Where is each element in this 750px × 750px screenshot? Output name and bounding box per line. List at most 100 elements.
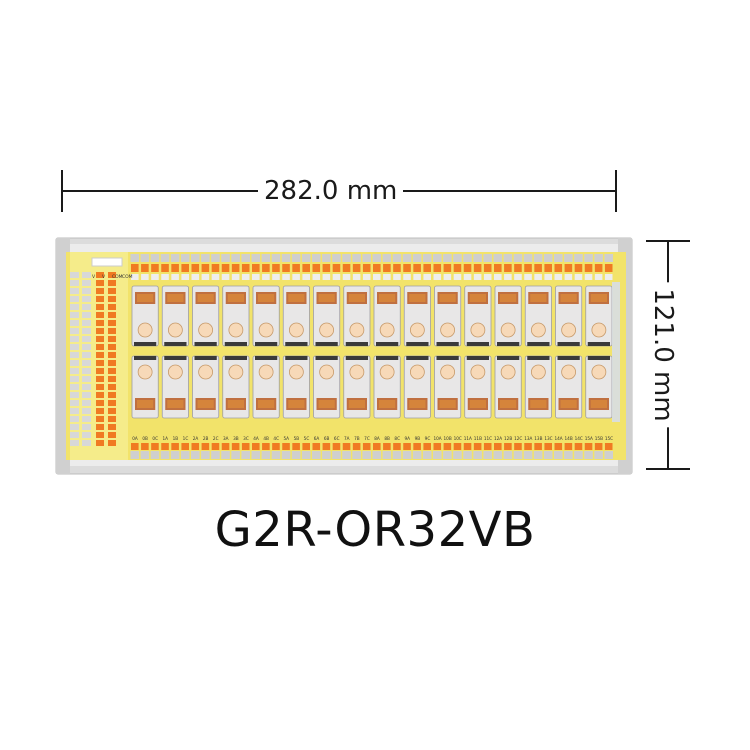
terminal-lever	[584, 264, 593, 272]
terminal-screw	[241, 451, 250, 459]
terminal-lever	[108, 376, 116, 382]
terminal-lever	[463, 443, 472, 450]
terminal-lever	[362, 264, 371, 272]
terminal-screw	[70, 392, 79, 398]
terminal-lever	[403, 443, 411, 450]
terminal-slot	[483, 274, 492, 280]
terminal-label: 2B	[203, 436, 209, 441]
terminal-screw	[241, 254, 250, 262]
terminal-screw	[82, 408, 91, 414]
terminal-label: 3C	[243, 436, 249, 441]
terminal-lever	[594, 443, 603, 450]
terminal-label: 10B	[444, 436, 452, 441]
terminal-label: 0B	[142, 436, 148, 441]
terminal-lever	[272, 264, 280, 272]
terminal-slot	[514, 274, 522, 280]
terminal-label: 2C	[213, 436, 219, 441]
terminal-screw	[70, 408, 79, 414]
terminal-label: 9C	[425, 436, 431, 441]
terminal-screw	[82, 400, 91, 406]
terminal-lever	[292, 264, 300, 272]
relay	[343, 285, 371, 347]
terminal-lever	[108, 408, 116, 414]
terminal-slot	[201, 274, 210, 280]
terminal-slot	[564, 274, 573, 280]
terminal-lever	[463, 264, 472, 272]
terminal-screw	[342, 254, 351, 262]
terminal-screw	[82, 384, 91, 390]
terminal-label: 4A	[253, 436, 259, 441]
terminal-label: 9A	[405, 436, 411, 441]
terminal-lever	[332, 443, 341, 450]
terminal-lever	[108, 352, 116, 358]
terminal-label: 3A	[223, 436, 229, 441]
terminal-lever	[231, 264, 240, 272]
terminal-screw	[82, 376, 91, 382]
terminal-lever	[453, 443, 462, 450]
terminal-lever	[108, 272, 116, 278]
terminal-slot	[322, 274, 331, 280]
terminal-lever	[141, 443, 149, 450]
terminal-slot	[151, 274, 159, 280]
terminal-lever	[96, 432, 104, 438]
terminal-lever	[108, 344, 116, 350]
terminal-lever	[594, 264, 603, 272]
terminal-lever	[332, 264, 341, 272]
relay	[131, 355, 159, 419]
terminal-label: 1A	[163, 436, 169, 441]
terminal-label: 6A	[314, 436, 320, 441]
terminal-slot	[332, 274, 341, 280]
terminal-lever	[302, 443, 310, 450]
terminal-screw	[382, 451, 392, 459]
terminal-label: 6C	[334, 436, 340, 441]
terminal-slot	[403, 274, 411, 280]
terminal-lever	[191, 443, 200, 450]
terminal-lever	[96, 336, 104, 342]
terminal-slot	[373, 274, 381, 280]
relay	[252, 285, 280, 347]
terminal-lever	[96, 376, 104, 382]
terminal-lever	[108, 440, 116, 446]
terminal-slot	[302, 274, 310, 280]
terminal-screw	[82, 320, 91, 326]
terminal-label: 12A	[494, 436, 502, 441]
terminal-lever	[241, 264, 250, 272]
terminal-screw	[281, 451, 291, 459]
terminal-screw	[261, 254, 271, 262]
terminal-lever	[211, 443, 220, 450]
terminal-lever	[373, 443, 381, 450]
terminal-label: 10C	[454, 436, 462, 441]
terminal-lever	[96, 296, 104, 302]
terminal-lever	[96, 400, 104, 406]
terminal-label: 14B	[565, 436, 573, 441]
terminal-lever	[282, 264, 290, 272]
terminal-slot	[524, 274, 532, 280]
terminal-screw	[372, 254, 382, 262]
terminal-screw	[70, 328, 79, 334]
terminal-lever	[108, 400, 116, 406]
terminal-screw	[150, 451, 160, 459]
terminal-slot	[171, 274, 179, 280]
terminal-lever	[282, 443, 290, 450]
terminal-screw	[453, 451, 462, 459]
terminal-screw	[211, 254, 220, 262]
terminal-label: 11C	[484, 436, 492, 441]
terminal-lever	[403, 264, 411, 272]
relay-array	[131, 282, 620, 422]
terminal-screw	[483, 451, 492, 459]
top-terminal-strip	[130, 254, 613, 280]
terminal-screw	[70, 384, 79, 390]
terminal-screw	[312, 254, 321, 262]
terminal-screw	[594, 254, 603, 262]
relay	[585, 285, 613, 347]
relay	[524, 355, 552, 419]
relay	[585, 355, 613, 419]
terminal-screw	[82, 424, 91, 430]
terminal-label: 5C	[304, 436, 310, 441]
relay	[313, 285, 341, 347]
terminal-lever	[312, 264, 321, 272]
terminal-label: 15B	[595, 436, 603, 441]
terminal-lever	[252, 264, 260, 272]
